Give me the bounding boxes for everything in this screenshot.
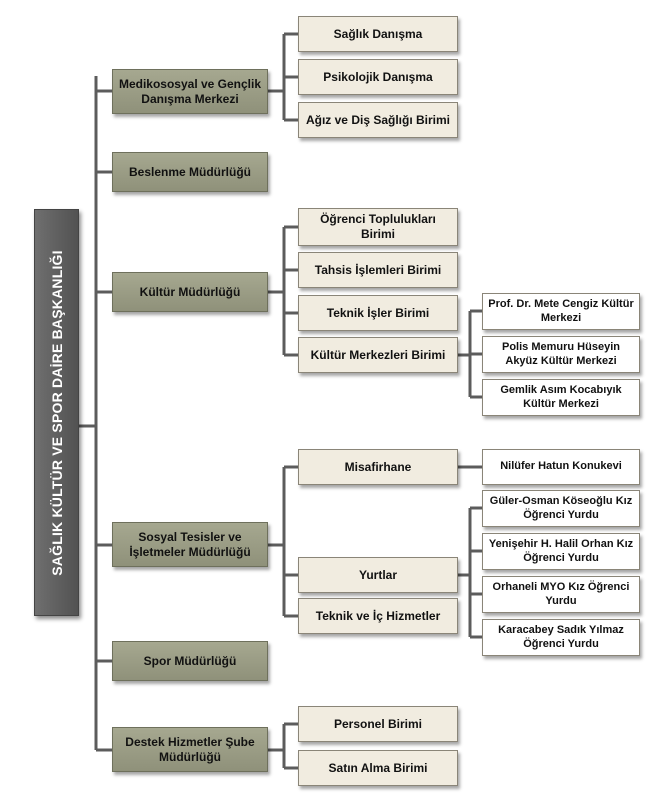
unit-teknik-isler: Teknik İşler Birimi bbox=[298, 295, 458, 331]
root-title: SAĞLIK KÜLTÜR VE SPOR DAİRE BAŞKANLIĞI bbox=[48, 249, 65, 576]
unit-ogrenci-topluluklari: Öğrenci Toplulukları Birimi bbox=[298, 208, 458, 246]
unit-kultur-merkezleri: Kültür Merkezleri Birimi bbox=[298, 337, 458, 373]
unit-psikolojik-danisma: Psikolojik Danışma bbox=[298, 59, 458, 95]
unit-agiz-dis: Ağız ve Diş Sağlığı Birimi bbox=[298, 102, 458, 138]
unit-teknik-ic-hizmetler: Teknik ve İç Hizmetler bbox=[298, 598, 458, 634]
unit-tahsis-islemleri: Tahsis İşlemleri Birimi bbox=[298, 252, 458, 288]
subunit-orhaneli: Orhaneli MYO Kız Öğrenci Yurdu bbox=[482, 576, 640, 613]
unit-satin-alma: Satın Alma Birimi bbox=[298, 750, 458, 786]
subunit-nilufer-hatun: Nilüfer Hatun Konukevi bbox=[482, 449, 640, 485]
subunit-huseyin-akyuz: Polis Memuru Hüseyin Akyüz Kültür Merkez… bbox=[482, 336, 640, 373]
unit-misafirhane: Misafirhane bbox=[298, 449, 458, 485]
dept-medikososyal: Medikososyal ve Gençlik Danışma Merkezi bbox=[112, 69, 268, 114]
unit-yurtlar: Yurtlar bbox=[298, 557, 458, 593]
dept-destek: Destek Hizmetler Şube Müdürlüğü bbox=[112, 727, 268, 772]
dept-kultur: Kültür Müdürlüğü bbox=[112, 272, 268, 312]
dept-sosyal-tesisler: Sosyal Tesisler ve İşletmeler Müdürlüğü bbox=[112, 522, 268, 567]
subunit-guler-osman: Güler-Osman Köseoğlu Kız Öğrenci Yurdu bbox=[482, 490, 640, 527]
subunit-karacabey: Karacabey Sadık Yılmaz Öğrenci Yurdu bbox=[482, 619, 640, 656]
subunit-asim-kocabiyik: Gemlik Asım Kocabıyık Kültür Merkezi bbox=[482, 379, 640, 416]
subunit-mete-cengiz: Prof. Dr. Mete Cengiz Kültür Merkezi bbox=[482, 293, 640, 330]
subunit-yenisehir: Yenişehir H. Halil Orhan Kız Öğrenci Yur… bbox=[482, 533, 640, 570]
unit-saglik-danisma: Sağlık Danışma bbox=[298, 16, 458, 52]
dept-beslenme: Beslenme Müdürlüğü bbox=[112, 152, 268, 192]
root-department: SAĞLIK KÜLTÜR VE SPOR DAİRE BAŞKANLIĞI bbox=[34, 209, 79, 616]
unit-personel: Personel Birimi bbox=[298, 706, 458, 742]
dept-spor: Spor Müdürlüğü bbox=[112, 641, 268, 681]
